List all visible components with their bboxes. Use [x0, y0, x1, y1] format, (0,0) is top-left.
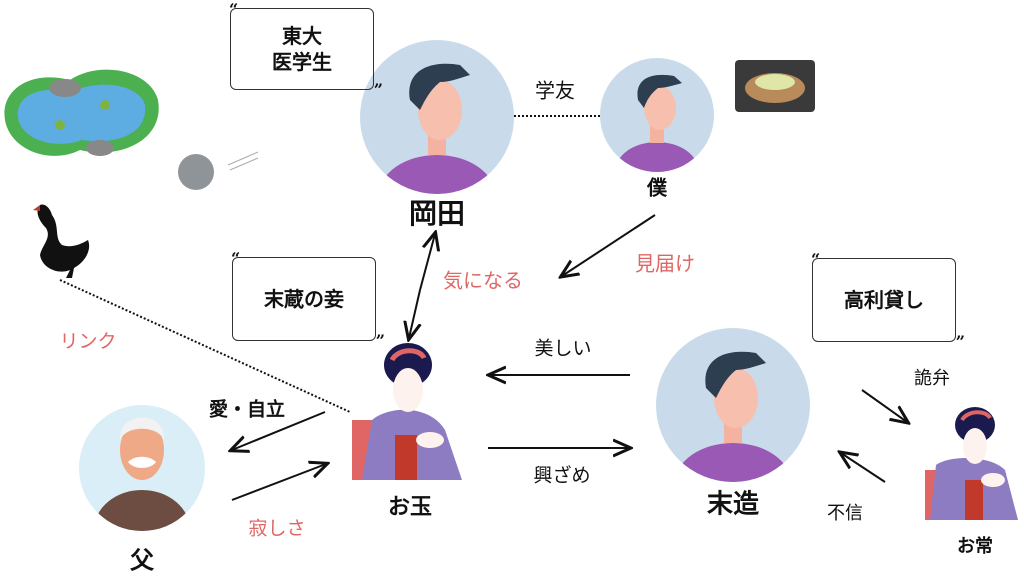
- sophistry-label: 詭弁: [914, 368, 950, 389]
- otama-illustration: [352, 343, 462, 480]
- love-arrow: [232, 411, 326, 450]
- beautiful-label: 美しい: [534, 337, 592, 360]
- black-swan-illustration: [33, 204, 90, 278]
- okada-note-box: “ 東大 医学生 ”: [229, 0, 383, 99]
- father-label: 父: [130, 545, 154, 575]
- otama-label: お玉: [387, 494, 433, 520]
- stone-illustration: [178, 151, 259, 190]
- link-label: リンク: [59, 330, 117, 353]
- interested-arrow-up: [419, 234, 435, 291]
- father-avatar: [79, 405, 205, 531]
- boku-avatar: [600, 58, 714, 172]
- loneliness-arrow: [231, 464, 326, 501]
- suezo-avatar: [656, 328, 810, 482]
- witness-label: 見届け: [635, 251, 695, 276]
- close-quote-icon: ”: [373, 80, 383, 99]
- otama-note-box: “ 末蔵の妾 ”: [231, 249, 385, 350]
- witness-arrow: [562, 214, 656, 276]
- suezo-note-text: 高利貸し: [844, 288, 924, 312]
- otama-note-text: 末蔵の妾: [264, 287, 344, 311]
- okada-note-line1: 東大: [282, 24, 322, 48]
- distrust-label: 不信: [827, 503, 863, 524]
- interested-arrow-down: [409, 289, 420, 338]
- love-independence-label: 愛・自立: [208, 398, 286, 421]
- suezo-label: 末造: [706, 489, 760, 520]
- otsune-label: お常: [957, 536, 993, 557]
- okada-label: 岡田: [408, 197, 466, 230]
- disenchanted-label: 興ざめ: [533, 464, 591, 487]
- open-quote-icon: “: [231, 249, 241, 268]
- sophistry-arrow: [861, 389, 907, 422]
- pond-illustration: [4, 69, 159, 156]
- open-quote-icon: “: [229, 0, 239, 19]
- loneliness-label: 寂しさ: [248, 517, 306, 540]
- interested-label: 気になる: [443, 268, 523, 293]
- okada-avatar: [360, 40, 514, 194]
- food-photo: [735, 60, 815, 112]
- boku-label: 僕: [647, 175, 667, 200]
- distrust-arrow: [841, 453, 886, 483]
- open-quote-icon: “: [811, 250, 821, 269]
- okada-note-line2: 医学生: [272, 50, 332, 74]
- suezo-note-box: “ 高利貸し ”: [811, 250, 965, 351]
- close-quote-icon: ”: [375, 331, 385, 350]
- otsune-illustration: [925, 407, 1018, 520]
- classmates-label: 学友: [535, 78, 575, 103]
- link-dotted-line: [59, 279, 351, 413]
- close-quote-icon: ”: [955, 332, 965, 351]
